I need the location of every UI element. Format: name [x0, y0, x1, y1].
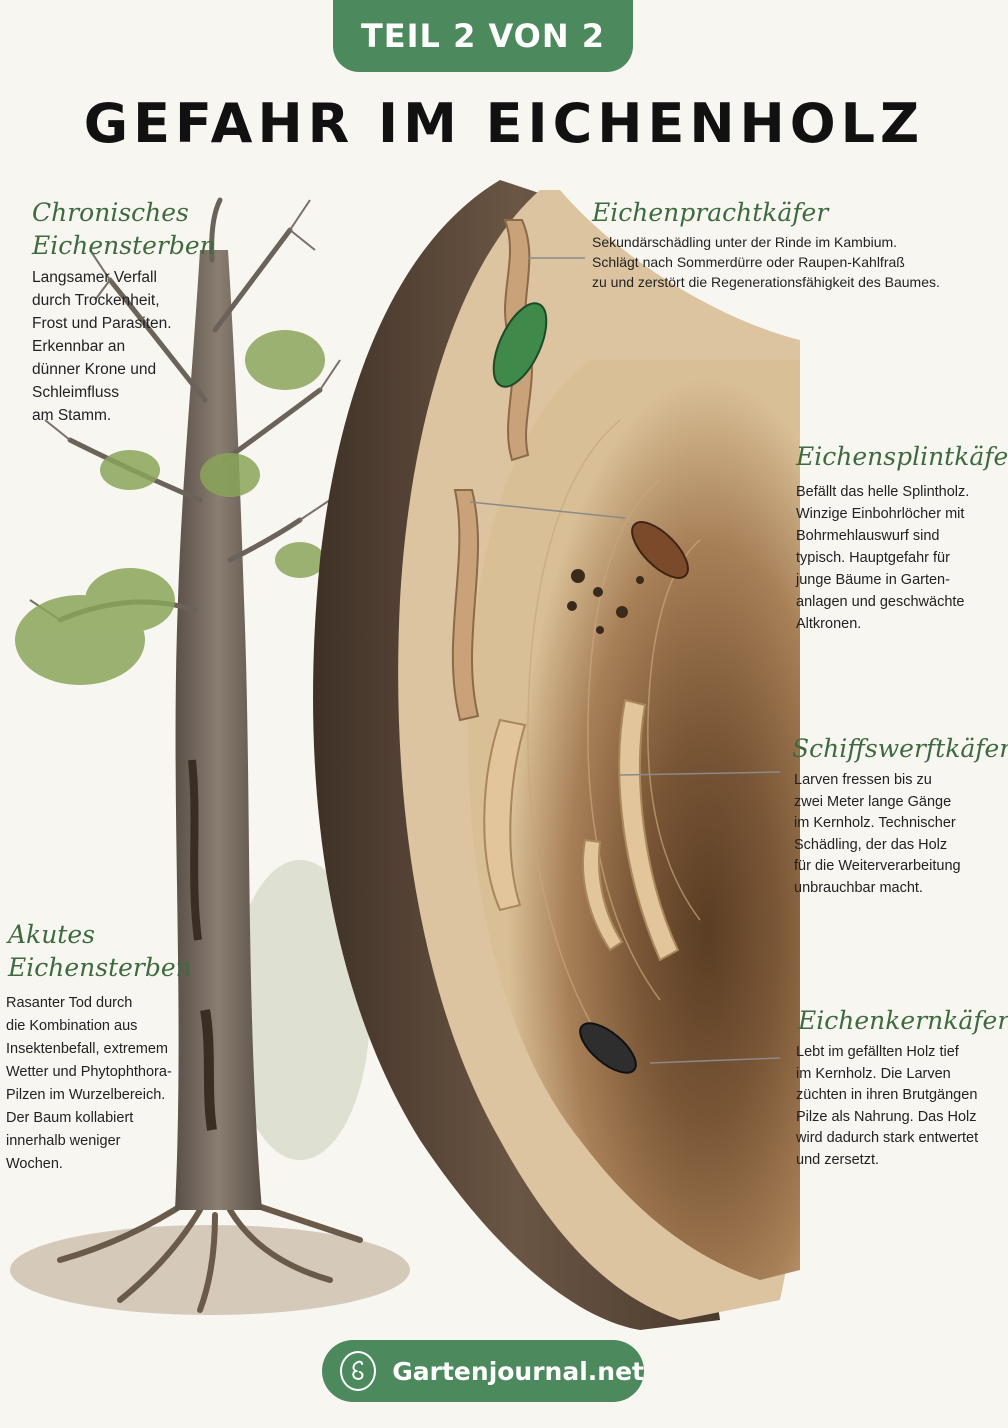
- splintkaefer-description: Befällt das helle Splintholz. Winzige Ei…: [796, 481, 996, 635]
- brand-name: Gartenjournal.net: [392, 1356, 644, 1386]
- text-line: Der Baum kollabiert: [6, 1110, 134, 1126]
- text-line: Frost und Parasiten.: [32, 315, 172, 332]
- text-line: Larven fressen bis zu: [794, 772, 932, 788]
- text-line: züchten in ihren Brutgängen: [796, 1087, 978, 1103]
- kernkaefer-heading: Eichenkernkäfer: [798, 1006, 1008, 1035]
- text-line: im Kernholz. Die Larven: [796, 1065, 951, 1082]
- text-line: und zersetzt.: [796, 1151, 880, 1168]
- part-indicator-badge: TEIL 2 VON 2: [333, 0, 633, 72]
- chronic-heading-line: Eichensterben: [32, 231, 216, 260]
- page-title: GEFAHR IM EICHENHOLZ: [83, 92, 925, 155]
- text-line: Schädling, der das Holz: [794, 836, 948, 853]
- text-line: Pilze als Nahrung. Das Holz: [796, 1108, 977, 1125]
- brand-footer-link[interactable]: Gartenjournal.net: [322, 1340, 644, 1402]
- text-line: Langsamer Verfall: [32, 269, 157, 286]
- oak-cross-section: [313, 180, 800, 1330]
- text-line: typisch. Hauptgefahr für: [796, 550, 950, 566]
- chronic-description: Langsamer Verfall durch Trockenheit, Fro…: [32, 266, 212, 427]
- text-line: Altkronen.: [796, 616, 862, 632]
- text-line: die Kombination aus: [6, 1018, 138, 1034]
- text-line: unbrauchbar macht.: [794, 879, 923, 896]
- prachtkaefer-description: Sekundärschädling unter der Rinde im Kam…: [592, 232, 992, 292]
- text-line: Erkennbar an: [32, 338, 126, 355]
- kernkaefer-description: Lebt im gefällten Holz tief im Kernholz.…: [796, 1042, 1006, 1171]
- acute-heading-line: Eichensterben: [8, 953, 192, 982]
- text-line: Wetter und Phytophthora-: [6, 1064, 172, 1080]
- text-line: innerhalb weniger: [6, 1133, 121, 1149]
- acute-heading-line: Akutes: [8, 920, 95, 949]
- chronic-heading: Chronisches Eichensterben: [32, 196, 216, 262]
- schiffswerft-description: Larven fressen bis zu zwei Meter lange G…: [794, 770, 1004, 899]
- schiffswerft-heading: Schiffswerftkäfer: [792, 734, 1008, 763]
- text-line: dünner Krone und: [32, 361, 157, 378]
- text-line: zwei Meter lange Gänge: [794, 793, 952, 810]
- text-line: Lebt im gefällten Holz tief: [796, 1044, 959, 1060]
- text-line: Sekundärschädling unter der Rinde im Kam…: [592, 234, 898, 250]
- text-line: anlagen und geschwächte: [796, 594, 965, 610]
- acute-heading: Akutes Eichensterben: [8, 918, 192, 984]
- text-line: Befällt das helle Splintholz.: [796, 484, 970, 500]
- chronic-heading-line: Chronisches: [32, 198, 189, 227]
- text-line: Wochen.: [6, 1156, 63, 1172]
- text-line: wird dadurch stark entwertet: [796, 1130, 979, 1146]
- leaf-snail-logo-icon: [340, 1351, 377, 1391]
- text-line: Schlägt nach Sommerdürre oder Raupen-Kah…: [592, 254, 905, 270]
- text-line: Schleimfluss: [32, 384, 119, 401]
- text-line: durch Trockenheit,: [32, 292, 160, 309]
- text-line: Bohrmehlauswurf sind: [796, 528, 940, 544]
- text-line: junge Bäume in Garten-: [796, 572, 950, 588]
- acute-description: Rasanter Tod durch die Kombination aus I…: [6, 992, 206, 1176]
- text-line: Winzige Einbohrlöcher mit: [796, 506, 965, 522]
- text-line: Rasanter Tod durch: [6, 995, 133, 1011]
- text-line: Pilzen im Wurzelbereich.: [6, 1087, 166, 1103]
- leader-lines: [469, 257, 781, 1064]
- oak-tree: [10, 197, 410, 1315]
- text-line: im Kernholz. Technischer: [794, 815, 956, 831]
- prachtkaefer-heading: Eichenprachtkäfer: [592, 198, 829, 227]
- splintkaefer-heading: Eichensplintkäfer: [796, 442, 1008, 471]
- text-line: zu und zerstört die Regenerationsfähigke…: [592, 274, 940, 290]
- text-line: für die Weiterverarbeitung: [794, 858, 961, 874]
- text-line: am Stamm.: [32, 407, 112, 424]
- text-line: Insektenbefall, extremem: [6, 1041, 168, 1057]
